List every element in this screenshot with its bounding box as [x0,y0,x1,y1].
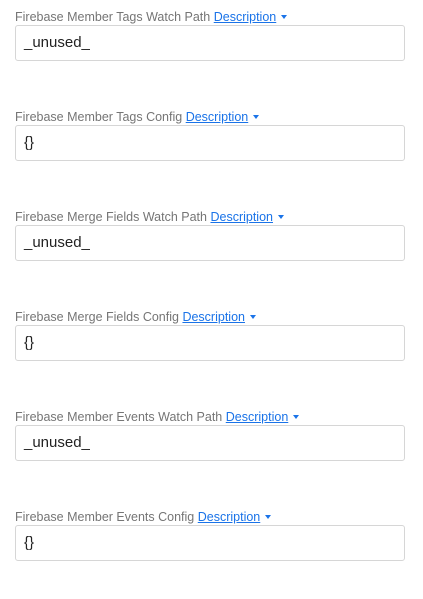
description-link[interactable]: Description [185,110,249,124]
field-merge-fields-watch-path: Firebase Merge Fields Watch Path Descrip… [15,209,405,299]
caret-down-icon[interactable] [293,414,300,419]
text-input[interactable]: {} [15,125,405,161]
field-label: Firebase Member Tags Config [15,110,183,124]
text-input[interactable]: {} [15,325,405,361]
field-label-row: Firebase Merge Fields Config Description [15,309,256,325]
input-value: _unused_ [24,234,90,251]
description-link[interactable]: Description [197,510,261,524]
input-value: {} [24,134,35,151]
field-member-tags-config: Firebase Member Tags Config Description … [15,109,405,199]
field-label-row: Firebase Member Tags Config Description [15,109,260,125]
input-value: _unused_ [24,434,90,451]
caret-down-icon[interactable] [249,314,256,319]
field-label: Firebase Merge Fields Config [15,310,179,324]
field-label-row: Firebase Member Tags Watch Path Descript… [15,9,288,25]
description-link[interactable]: Description [225,410,289,424]
field-member-tags-watch-path: Firebase Member Tags Watch Path Descript… [15,9,405,99]
text-input[interactable]: _unused_ [15,225,405,261]
description-link[interactable]: Description [182,310,245,324]
input-value: {} [24,334,35,351]
text-input[interactable]: _unused_ [15,425,405,461]
field-label: Firebase Member Events Watch Path [15,410,223,424]
description-link[interactable]: Description [213,10,277,24]
field-member-events-watch-path: Firebase Member Events Watch Path Descri… [15,409,405,499]
field-label: Firebase Merge Fields Watch Path [15,210,207,224]
description-link[interactable]: Description [210,210,273,224]
field-label: Firebase Member Tags Watch Path [15,10,211,24]
field-label-row: Firebase Merge Fields Watch Path Descrip… [15,209,284,225]
field-member-events-config: Firebase Member Events Config Descriptio… [15,509,405,599]
field-label-row: Firebase Member Events Watch Path Descri… [15,409,300,425]
caret-down-icon[interactable] [253,114,260,119]
caret-down-icon[interactable] [265,514,272,519]
text-input[interactable]: _unused_ [15,25,405,61]
input-value: {} [24,534,35,551]
caret-down-icon[interactable] [278,214,284,219]
caret-down-icon[interactable] [281,14,288,19]
text-input[interactable]: {} [15,525,405,561]
field-label-row: Firebase Member Events Config Descriptio… [15,509,272,525]
field-label: Firebase Member Events Config [15,510,195,524]
input-value: _unused_ [24,34,90,51]
field-merge-fields-config: Firebase Merge Fields Config Description… [15,309,405,399]
